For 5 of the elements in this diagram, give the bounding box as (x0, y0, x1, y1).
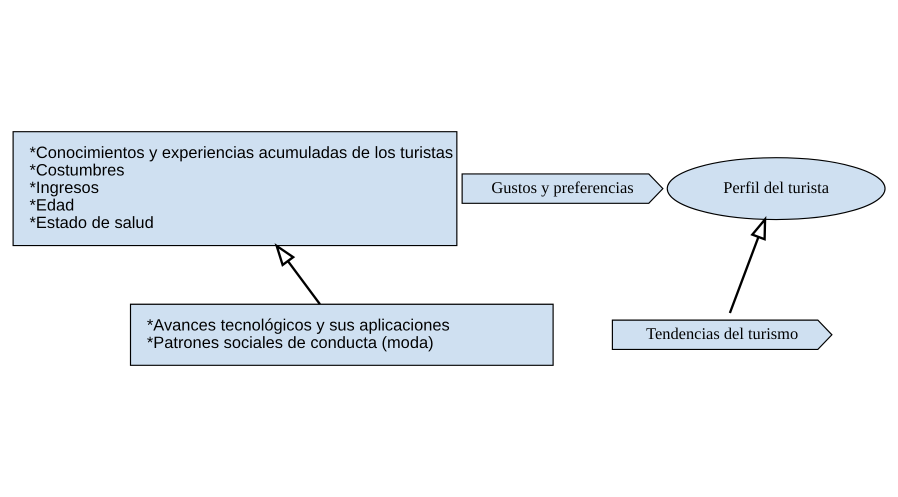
node-box: *Avances tecnológicos y sus aplicaciones *Patrones sociales de conducta (moda) (130, 304, 554, 366)
arrow (274, 243, 321, 305)
arrow (728, 216, 766, 314)
node-ellipse: Perfil del turista (666, 157, 886, 220)
node-box: *Conocimientos y experiencias acumuladas de los turistas *Costumbres *Ingresos *Edad *Estado de salud (12, 131, 458, 246)
